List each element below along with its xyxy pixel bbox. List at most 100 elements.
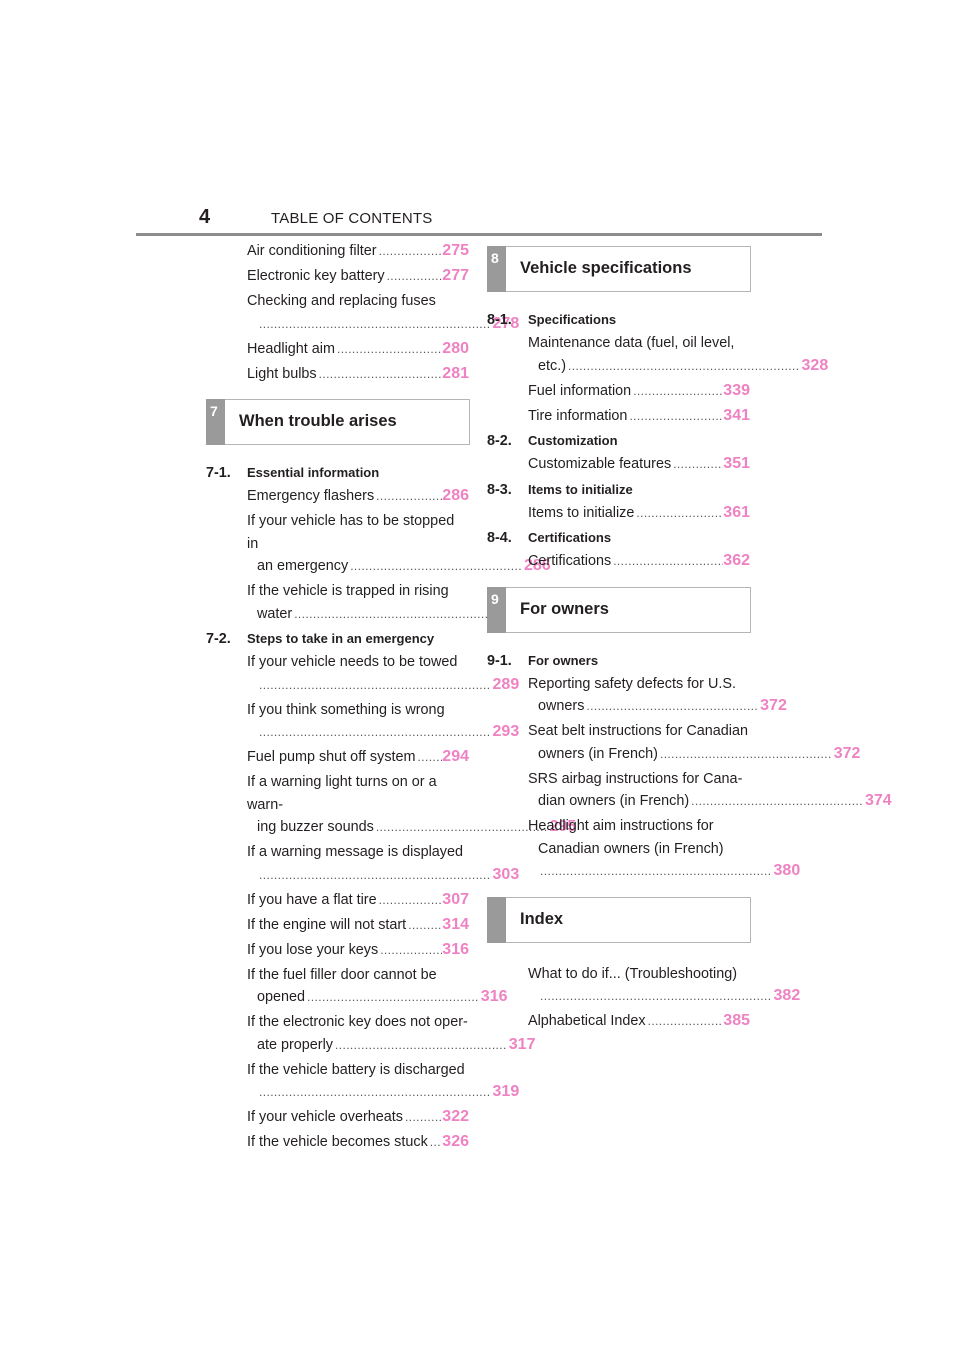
toc-entry[interactable]: Certifications..........................… [528,550,750,573]
toc-entry[interactable]: If your vehicle needs to be towed ......… [247,654,520,693]
page-link[interactable]: 314 [442,915,469,933]
page-link[interactable]: 374 [864,792,892,809]
toc-entry[interactable]: Tire information........................… [528,405,750,428]
toc-entry[interactable]: Customizable features...................… [528,453,750,476]
toc-entry[interactable]: If you think something is wrong ........… [247,701,520,741]
toc-entry[interactable]: Alphabetical Index......................… [528,1010,750,1033]
page-link[interactable]: 280 [442,339,469,357]
toc-entry[interactable]: Seat belt instructions for Canadian owne… [528,723,861,762]
right-column: 8 Vehicle specifications 8-1. Specificat… [487,232,892,1035]
leader-dots: ........................................… [691,794,863,808]
toc-entry[interactable]: If the vehicle becomes stuck............… [247,1131,469,1154]
toc-entry[interactable]: If you lose your keys...................… [247,939,469,962]
page-link[interactable]: 382 [773,987,801,1004]
leader-dots: ........................................… [586,699,759,713]
page-link[interactable]: 317 [508,1035,536,1053]
section-heading: 8-1. Specifications [487,312,617,328]
leader-dots: ........................................… [429,1135,443,1149]
chapter-7-header[interactable]: 7 When trouble arises [206,399,470,445]
toc-entry[interactable]: If the electronic key does not oper- ate… [247,1014,536,1053]
toc-entry[interactable]: Fuel information........................… [528,380,750,403]
toc-entry[interactable]: If the vehicle is trapped in rising wate… [247,580,554,625]
page-link[interactable]: 289 [492,675,520,693]
page-link[interactable]: 372 [833,744,861,762]
page-link[interactable]: 385 [723,1012,750,1029]
leader-dots: ........................................… [408,917,442,932]
toc-entry[interactable]: If the vehicle battery is discharged ...… [247,1061,520,1101]
leader-dots: ........................................… [629,408,723,423]
index-header[interactable]: Index [487,896,751,943]
section-heading: 8-3. Items to initialize [487,481,633,498]
page-link[interactable]: 351 [723,455,750,472]
toc-entry[interactable]: If your vehicle overheats...............… [247,1106,469,1129]
chapter-tab [487,896,506,943]
page-link[interactable]: 277 [442,267,469,284]
page-link[interactable]: 293 [492,723,520,740]
page-link[interactable]: 275 [442,242,469,259]
page-link[interactable]: 341 [723,406,750,424]
page-header: 4 TABLE OF CONTENTS [136,200,822,236]
page-link[interactable]: 278 [492,314,520,332]
toc-entry[interactable]: Emergency flashers......................… [247,485,469,508]
toc-entry[interactable]: Air conditioning filter.................… [247,240,469,263]
toc-entry[interactable]: Headlight aim...........................… [247,338,469,361]
page-link[interactable]: 295 [549,818,577,835]
section-heading: 7-1. Essential information [206,465,380,481]
toc-entry[interactable]: What to do if... (Troubleshooting) .....… [528,965,801,1005]
leader-dots: ........................................… [376,489,442,503]
page-link[interactable]: 361 [723,503,750,521]
page-link[interactable]: 303 [492,865,520,883]
toc-entry[interactable]: Items to initialize.....................… [528,502,750,525]
page-link[interactable]: 322 [442,1108,469,1125]
leader-dots: ........................................… [318,366,443,381]
page-link[interactable]: 281 [442,364,469,382]
chapter-8-header[interactable]: 8 Vehicle specifications [487,246,751,292]
leader-dots: ........................................… [540,864,772,878]
page-link[interactable]: 316 [480,988,508,1005]
page-link[interactable]: 339 [723,381,750,399]
leader-dots: ........................................… [375,820,548,834]
chapter-title: For owners [520,599,609,618]
toc-entry[interactable]: Maintenance data (fuel, oil level, etc.)… [528,335,829,374]
chapter-title: Index [520,909,564,928]
toc-entry[interactable]: Light bulbs.............................… [247,363,469,386]
toc-entry[interactable]: Headlight aim instructions for Canadian … [528,818,801,879]
page-link[interactable]: 286 [523,557,551,574]
leader-dots: ........................................… [335,1037,507,1052]
page-link[interactable]: 380 [773,862,801,879]
leader-dots: ........................................… [647,1014,724,1028]
leader-dots: ........................................… [417,750,443,764]
leader-dots: ........................................… [337,341,442,356]
leader-dots: ........................................… [259,1085,491,1099]
leader-dots: ........................................… [259,725,491,739]
toc-entry[interactable]: If a warning message is displayed ......… [247,844,520,883]
toc-entry[interactable]: If the engine will not start............… [247,914,469,937]
page-link[interactable]: 326 [442,1133,469,1150]
page-link[interactable]: 316 [442,940,469,958]
page-link[interactable]: 372 [760,697,787,714]
toc-entry[interactable]: Fuel pump shut off system...............… [247,746,469,769]
leader-dots: ........................................… [259,867,491,882]
header-title: TABLE OF CONTENTS [271,210,433,227]
leader-dots: ........................................… [633,383,723,398]
toc-entry[interactable]: Reporting safety defects for U.S. owners… [528,675,787,715]
toc-entry[interactable]: SRS airbag instructions for Cana- dian o… [528,770,892,810]
toc-entry[interactable]: If a warning light turns on or a warn- i… [247,774,577,835]
page-link[interactable]: 328 [801,356,829,374]
leader-dots: ........................................… [259,677,491,692]
toc-entry[interactable]: If the fuel filler door cannot be opened… [247,966,508,1006]
leader-dots: ........................................… [350,559,522,573]
chapter-title: Vehicle specifications [520,259,692,277]
page-link[interactable]: 294 [442,748,469,765]
toc-entry[interactable]: If your vehicle has to be stopped in an … [247,513,551,574]
page-link[interactable]: 286 [442,487,469,504]
toc-entry[interactable]: If you have a flat tire.................… [247,889,469,912]
toc-entry[interactable]: Electronic key battery..................… [247,265,469,288]
leader-dots: ........................................… [294,606,526,621]
page-link[interactable]: 362 [723,552,750,569]
page-link[interactable]: 307 [442,890,469,908]
page-link[interactable]: 319 [492,1083,520,1100]
toc-entry[interactable]: Checking and replacing fuses ...........… [247,293,520,332]
leader-dots: ........................................… [259,316,491,331]
chapter-9-header[interactable]: 9 For owners [487,586,751,633]
